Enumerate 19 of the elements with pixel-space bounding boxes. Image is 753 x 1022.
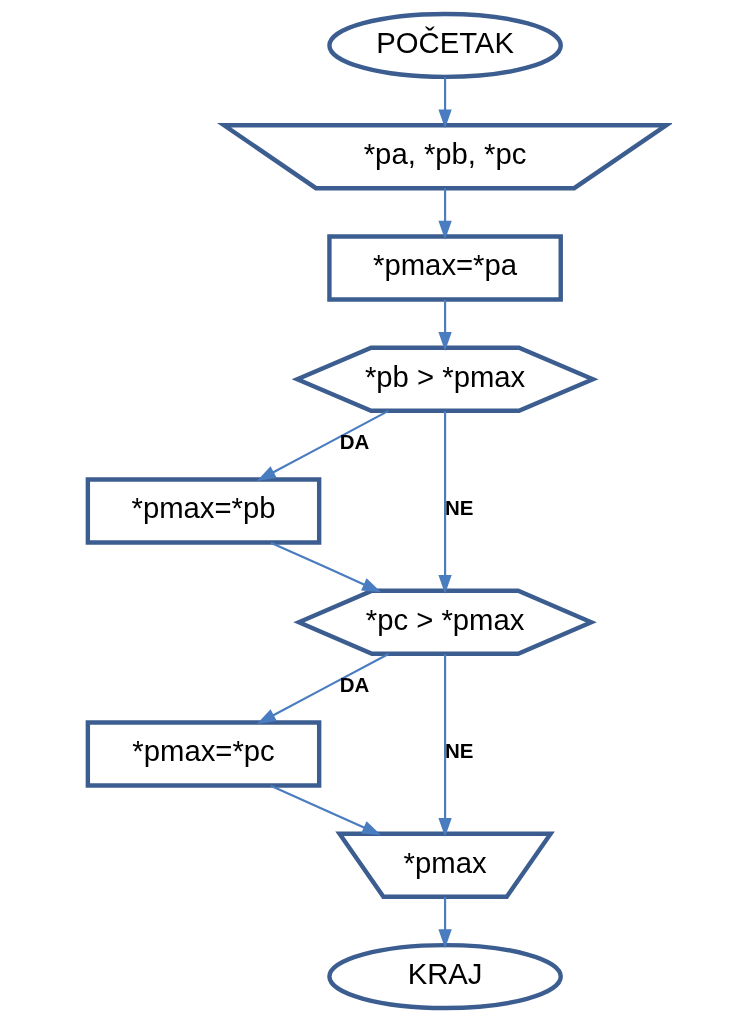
node-ellipse: KRAJ (326, 942, 563, 1011)
node-box: *pmax=*pb (85, 477, 321, 545)
node-box: *pmax=*pa (326, 234, 563, 302)
edge-label: NE (444, 495, 474, 519)
arrow (269, 784, 381, 836)
node-ellipse: POČETAK (326, 11, 563, 80)
arrow (437, 188, 452, 240)
arrow (437, 411, 452, 594)
arrow (437, 299, 452, 352)
edge-label: DA (339, 430, 369, 454)
arrow (256, 409, 389, 482)
edge-label: NE (444, 738, 474, 762)
arrow (437, 77, 452, 129)
arrow (269, 541, 381, 593)
arrow (256, 652, 389, 725)
node-box: *pmax=*pc (85, 720, 321, 788)
arrow (437, 896, 452, 949)
arrow (437, 654, 452, 837)
edge-label: DA (339, 673, 369, 697)
